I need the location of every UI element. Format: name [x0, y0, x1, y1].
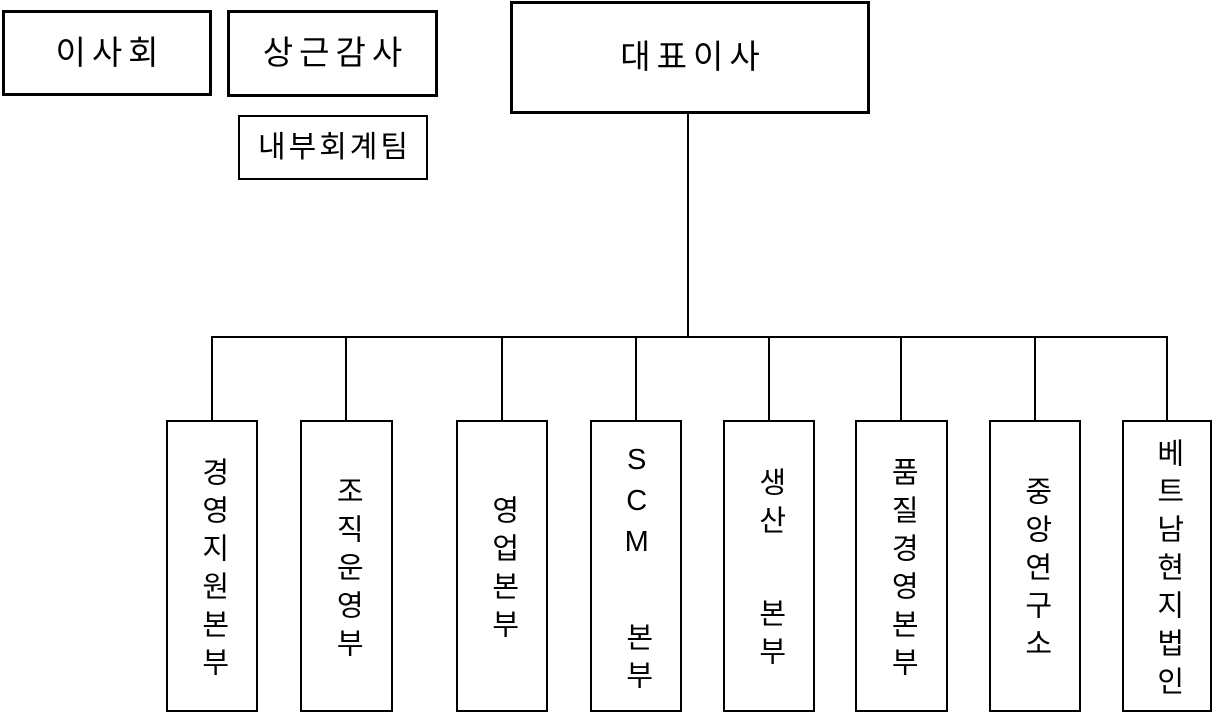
node-dept-vietnam-subsidiary: 베트남현지법인 [1122, 420, 1212, 712]
node-dept-quality-management-label: 품질경영본부 [886, 456, 919, 685]
node-dept-central-research: 중앙연구소 [989, 420, 1081, 712]
node-board-label: 이사회 [55, 33, 165, 71]
node-internal-accounting-label: 내부회계팀 [258, 131, 411, 164]
node-dept-scm-label: SCM 본부 [620, 443, 653, 698]
node-auditor: 상근감사 [227, 10, 438, 97]
node-dept-management-support-label: 경영지원본부 [196, 456, 229, 685]
node-dept-sales: 영업본부 [456, 420, 548, 712]
node-dept-management-support: 경영지원본부 [166, 420, 258, 712]
connector-drop-6 [900, 336, 902, 421]
node-dept-central-research-label: 중앙연구소 [1019, 475, 1052, 666]
node-dept-production: 생산 본부 [723, 420, 815, 712]
node-auditor-label: 상근감사 [262, 34, 409, 72]
connector-ceo-trunk [687, 114, 689, 338]
node-dept-production-label: 생산 본부 [753, 467, 786, 674]
node-board: 이사회 [2, 10, 212, 96]
node-dept-quality-management: 품질경영본부 [855, 420, 948, 712]
connector-drop-7 [1034, 336, 1036, 421]
node-dept-scm: SCM 본부 [590, 420, 682, 712]
connector-drop-8 [1166, 336, 1168, 421]
node-dept-organization-operations: 조직운영부 [300, 420, 393, 712]
node-ceo: 대표이사 [510, 1, 870, 114]
node-dept-vietnam-subsidiary-label: 베트남현지법인 [1151, 437, 1184, 704]
connector-drop-2 [345, 336, 347, 421]
connector-drop-4 [635, 336, 637, 421]
node-ceo-label: 대표이사 [620, 38, 766, 76]
node-internal-accounting: 내부회계팀 [238, 115, 428, 180]
connector-drop-1 [211, 336, 213, 421]
connector-drop-3 [501, 336, 503, 421]
connector-horizontal-bus [211, 336, 1168, 338]
connector-drop-5 [768, 336, 770, 421]
node-dept-sales-label: 영업본부 [486, 494, 519, 647]
node-dept-organization-operations-label: 조직운영부 [331, 475, 364, 666]
